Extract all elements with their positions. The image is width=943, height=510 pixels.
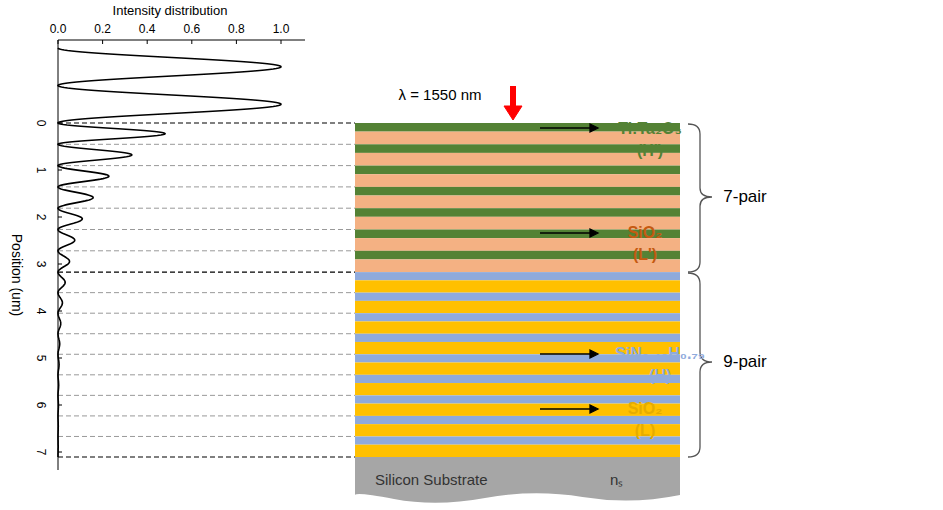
tick (236, 40, 237, 44)
arrowhead (590, 229, 598, 237)
guide-line (58, 395, 355, 396)
guide-line (58, 186, 355, 187)
guide-line (58, 333, 355, 334)
tick-label: 0.8 (228, 23, 245, 36)
sio2-layer (355, 259, 680, 272)
tick-label: 1 (33, 167, 46, 174)
sin-layer (355, 313, 680, 321)
wavelength-label: λ = 1550 nm (399, 87, 482, 104)
sio2-layer (355, 383, 680, 395)
tick (281, 40, 282, 44)
pointer-line (540, 408, 590, 409)
layer-symbol: (H') (637, 142, 663, 160)
guide-line (58, 122, 355, 123)
sio2-layer (355, 301, 680, 313)
guide-line (58, 354, 355, 355)
incident-arrow (504, 86, 522, 120)
material-label: Ti:Ta₂O₅ (618, 120, 682, 138)
guide-line (58, 208, 355, 209)
sio2-layer (355, 174, 680, 187)
substrate-label: Silicon Substrate (375, 472, 488, 489)
plot-axes (58, 40, 305, 470)
tick-label: 6 (33, 402, 46, 409)
sio2-layer (355, 153, 680, 166)
layer-symbol: (L') (633, 246, 657, 264)
guide-line (58, 250, 355, 251)
tick-label: 0.2 (94, 23, 111, 36)
sio2-layer (355, 424, 680, 436)
tick (58, 264, 62, 265)
pair-count: 7-pair (723, 188, 766, 207)
tick (58, 170, 62, 171)
pointer-arrows (540, 124, 598, 413)
material-label: SiO₂ (628, 400, 663, 418)
sio2-layer (355, 445, 680, 457)
ta2o5-layer (355, 187, 680, 196)
tick-label: 1.0 (273, 23, 290, 36)
guide-line (58, 374, 355, 375)
guide-line (58, 415, 355, 416)
tick-label: 7 (33, 449, 46, 456)
axis-title: Intensity distribution (113, 4, 228, 18)
sio2-layer (355, 321, 680, 333)
substrate-fill (355, 457, 680, 503)
pair-count: 9-pair (723, 353, 766, 372)
sio2-layer (355, 362, 680, 374)
layer-symbol: (L) (635, 422, 655, 440)
material-label: SiN₀.₄₀H₀.₇₉ (615, 345, 705, 363)
arrowhead (590, 405, 598, 413)
tick-label: 3 (33, 261, 46, 268)
guide-line (58, 292, 355, 293)
tick-label: 4 (33, 308, 46, 315)
tick-label: 2 (33, 214, 46, 221)
sin-layer (355, 293, 680, 301)
guide-line (58, 436, 355, 437)
tick (191, 40, 192, 44)
tick-label: 0 (33, 120, 46, 127)
index-symbol: nₛ (610, 472, 623, 489)
sin-layer (355, 334, 680, 342)
guide-line (58, 165, 355, 166)
tick (58, 217, 62, 218)
sio2-layer (355, 196, 680, 209)
ta2o5-layer (355, 251, 680, 260)
bracket (688, 124, 712, 457)
tick-label: 5 (33, 355, 46, 362)
tick-label: 0.4 (139, 23, 156, 36)
ta2o5-layer (355, 208, 680, 217)
guide-line (58, 144, 355, 145)
sin-layer (355, 272, 680, 280)
sin-layer (355, 375, 680, 383)
layer-stack (355, 123, 680, 457)
sio2-layer (355, 280, 680, 292)
ta2o5-layer (355, 144, 680, 153)
arrowhead (590, 350, 598, 358)
guide-line (58, 229, 355, 230)
pointer-line (540, 353, 590, 354)
tick-label: 0.6 (183, 23, 200, 36)
arrowhead (590, 124, 598, 132)
pointer-line (540, 232, 590, 233)
material-label: SiO₂ (628, 224, 663, 242)
ta2o5-layer (355, 166, 680, 175)
substrate-band: Silicon Substrate nₛ (355, 457, 680, 507)
layer-symbol: (H) (649, 367, 671, 385)
guide-line (58, 456, 355, 457)
pointer-line (540, 127, 590, 128)
tick (147, 40, 148, 44)
tick-label: 0.0 (50, 23, 67, 36)
guide-line (58, 272, 355, 273)
intensity-curve (58, 48, 281, 457)
sin-layer (355, 436, 680, 444)
tick (102, 40, 103, 44)
axis-title: Position (um) (8, 234, 23, 316)
tick (58, 40, 59, 44)
guide-line (58, 313, 355, 314)
